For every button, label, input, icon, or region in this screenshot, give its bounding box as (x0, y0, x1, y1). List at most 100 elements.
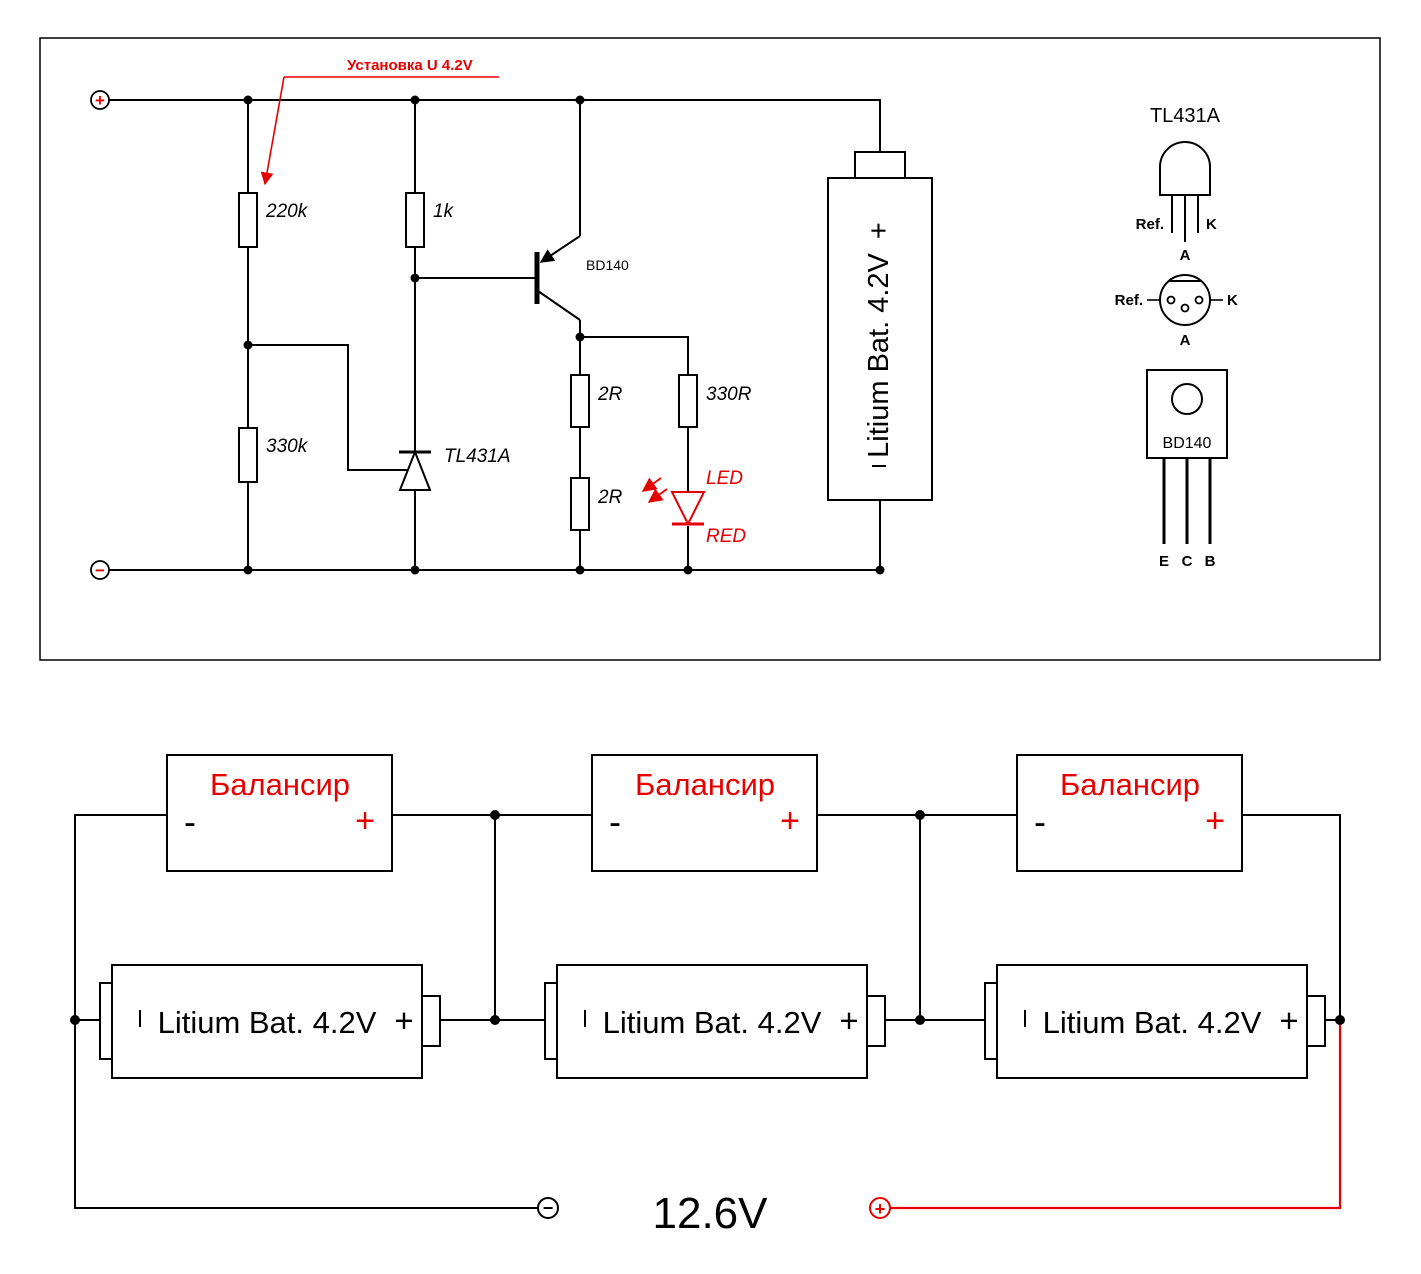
schematic-wires (109, 99, 881, 571)
output-minus-sign: − (543, 1198, 554, 1218)
balancer-2-minus: - (609, 801, 621, 842)
output-minus-icon (537, 1197, 559, 1219)
annotation-text: Установка U 4.2V (347, 57, 473, 74)
balancer-3-title: Балансир (1060, 767, 1200, 802)
battery-3-left-cap (984, 982, 998, 1060)
battery-cap (854, 151, 906, 179)
to92-body (1159, 141, 1211, 196)
resistor-330k-label: 330k (266, 436, 309, 457)
tl431-symbol: TL431A (398, 446, 511, 491)
input-plus-terminal: + (90, 90, 110, 110)
resistor-2r-lower-label: 2R (597, 487, 623, 508)
battery-body (827, 177, 933, 501)
led-color-label: RED (706, 526, 746, 547)
led-red-indicator: LED RED (641, 468, 746, 547)
battery-plus-sign: + (863, 222, 895, 239)
voltage-setting-annotation: Установка U 4.2V (260, 57, 499, 186)
annotation-arrow (260, 76, 285, 186)
bd140-legs (1162, 458, 1212, 544)
battery-2-left-cap (544, 982, 558, 1060)
battery-rotated-label: Litium Bat. 4.2V + (863, 222, 895, 458)
balancer-1-minus: - (184, 801, 196, 842)
lithium-battery-symbol: Litium Bat. 4.2V + (827, 151, 933, 501)
battery-3-label: Litium Bat. 4.2V (1043, 1005, 1262, 1040)
charger-schematic-panel: + − Установка U 4.2V 220k 1k 330k 2R (39, 37, 1381, 661)
bd140-package: BD140 E C B (1146, 369, 1228, 570)
to92-bottom-k-label: K (1227, 292, 1238, 309)
bd140-pin-b-label: B (1205, 553, 1216, 570)
transistor-bd140: BD140 (534, 235, 629, 321)
panel-border (39, 37, 1381, 661)
battery-3-body (996, 964, 1308, 1079)
resistor-330k: 330k (238, 427, 309, 483)
transistor-collector (537, 290, 581, 321)
battery-1-plus-sign: + (394, 1002, 413, 1039)
led-label: LED (706, 468, 743, 489)
to92-pin-ref (1166, 295, 1176, 305)
output-plus-sign: + (875, 1199, 886, 1219)
bank-battery-3: Litium Bat. 4.2V + (984, 964, 1326, 1079)
to92-legs (1171, 195, 1199, 242)
bd140-pin-e-label: E (1159, 553, 1169, 570)
battery-1-left-cap (99, 982, 113, 1060)
tl431-package-title: TL431A (1150, 105, 1221, 127)
resistor-330r: 330R (678, 374, 752, 428)
to92-front-view: Ref. K A (1136, 141, 1217, 264)
resistor-1k-body (405, 192, 425, 248)
battery-1-body (111, 964, 423, 1079)
minus-terminal-sign: − (95, 561, 105, 580)
balancer-1-outline (166, 754, 393, 872)
resistor-220k: 220k (238, 192, 309, 248)
balancer-3-plus: + (1205, 802, 1225, 840)
resistor-1k-label: 1k (433, 201, 455, 222)
resistor-2r-lower-body (570, 477, 590, 531)
total-voltage-label: 12.6V (653, 1189, 769, 1238)
battery-1-plus-nub (421, 995, 441, 1047)
transistor-label: BD140 (586, 257, 629, 273)
resistor-2r-upper-label: 2R (597, 384, 623, 405)
bank-battery-2: Litium Bat. 4.2V + (544, 964, 886, 1079)
battery-bank-schematic: Балансир - + Балансир - + Балансир - + L… (70, 754, 1345, 1238)
resistor-330r-body (678, 374, 698, 428)
resistor-2r-upper: 2R (570, 374, 623, 428)
tl431-symbol-label: TL431A (444, 446, 511, 467)
output-plus-terminal: + (869, 1197, 891, 1219)
balancer-2-outline (591, 754, 818, 872)
schematic-junction-dots (243, 95, 885, 575)
balancer-1-plus: + (355, 802, 375, 840)
resistor-2r-upper-body (570, 374, 590, 428)
to92-front-a-label: A (1180, 247, 1191, 264)
resistor-220k-body (238, 192, 258, 248)
minus-terminal-icon (90, 560, 110, 580)
tl431-triangle (398, 449, 432, 491)
to92-bottom-ref-label: Ref. (1115, 292, 1143, 309)
led-light-arrow-2 (641, 477, 662, 492)
to92-front-ref-label: Ref. (1136, 216, 1164, 233)
led-triangle (670, 491, 706, 527)
package-diagrams: TL431A Ref. K A Ref. K A (1115, 105, 1238, 570)
balancer-1-title: Балансир (210, 767, 350, 802)
battery-2-plus-sign: + (839, 1002, 858, 1039)
to92-bottom-a-label: A (1180, 332, 1191, 349)
output-plus-icon (869, 1197, 891, 1219)
to92-bottom-view: Ref. K A (1115, 274, 1238, 349)
balancer-3-minus: - (1034, 801, 1046, 842)
balancer-2-title: Балансир (635, 767, 775, 802)
plus-terminal-sign: + (95, 91, 105, 110)
balancer-box-1: Балансир - + (166, 754, 393, 872)
transistor-emitter (539, 235, 581, 263)
to92-pin-a (1180, 303, 1190, 313)
resistor-220k-label: 220k (265, 201, 309, 222)
bd140-package-label: BD140 (1163, 435, 1212, 452)
resistor-330r-label: 330R (706, 384, 752, 405)
battery-label-text: Litium Bat. 4.2V (863, 252, 895, 457)
plus-terminal-icon (90, 90, 110, 110)
positive-red-wire (890, 1020, 1342, 1210)
bank-battery-1: Litium Bat. 4.2V + (99, 964, 441, 1079)
to92-pin-k (1194, 295, 1204, 305)
battery-3-plus-nub (1306, 995, 1326, 1047)
output-minus-terminal: − (537, 1197, 559, 1219)
resistor-2r-lower: 2R (570, 477, 623, 531)
battery-1-label: Litium Bat. 4.2V (158, 1005, 377, 1040)
balancer-3-outline (1016, 754, 1243, 872)
